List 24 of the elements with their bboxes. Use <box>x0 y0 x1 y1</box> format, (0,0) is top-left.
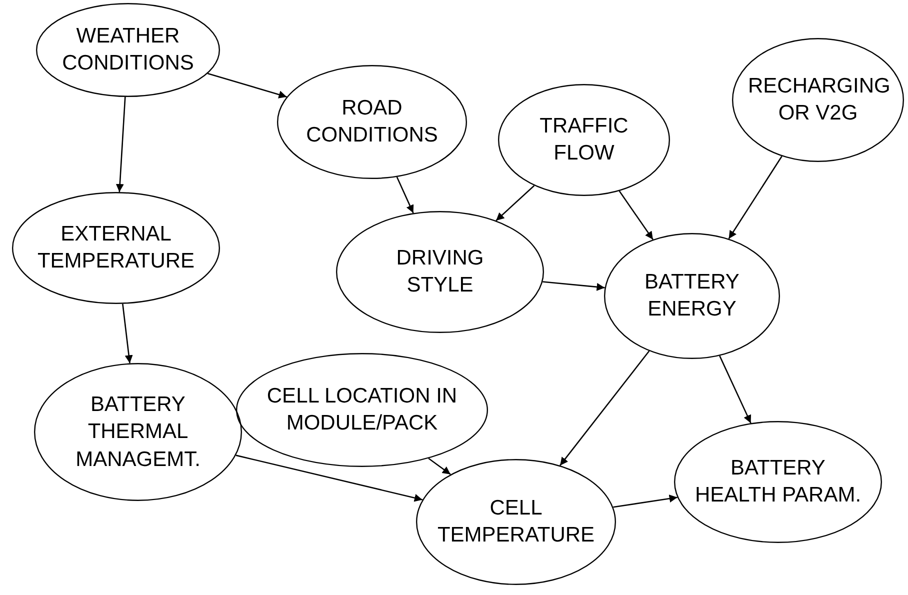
node-label: WEATHER CONDITIONS <box>61 24 195 77</box>
arrow <box>728 156 782 240</box>
arrow <box>719 356 752 424</box>
arrow <box>542 281 605 291</box>
arrow <box>236 454 423 502</box>
node-label: BATTERY ENERGY <box>644 270 740 323</box>
node-label: RECHARGING OR V2G <box>748 74 888 127</box>
arrow <box>122 304 133 364</box>
arrow <box>207 72 287 98</box>
node-label: BATTERY THERMAL MANAGEMT. <box>74 392 202 473</box>
arrow <box>618 190 654 240</box>
arrow <box>428 458 451 475</box>
node-label: EXTERNAL TEMPERATURE <box>36 222 196 275</box>
arrow <box>613 494 678 508</box>
node-label: DRIVING STYLE <box>395 246 485 299</box>
node-label: BATTERY HEALTH PARAM. <box>694 456 862 509</box>
node-label: ROAD CONDITIONS <box>305 96 439 149</box>
node-label: CELL TEMPERATURE <box>436 496 596 549</box>
node-label: TRAFFIC FLOW <box>538 114 630 167</box>
node-label: CELL LOCATION IN MODULE/PACK <box>266 384 458 437</box>
arrow <box>560 350 650 466</box>
arrow <box>396 176 414 214</box>
arrow <box>116 96 126 192</box>
arrow <box>496 185 535 222</box>
